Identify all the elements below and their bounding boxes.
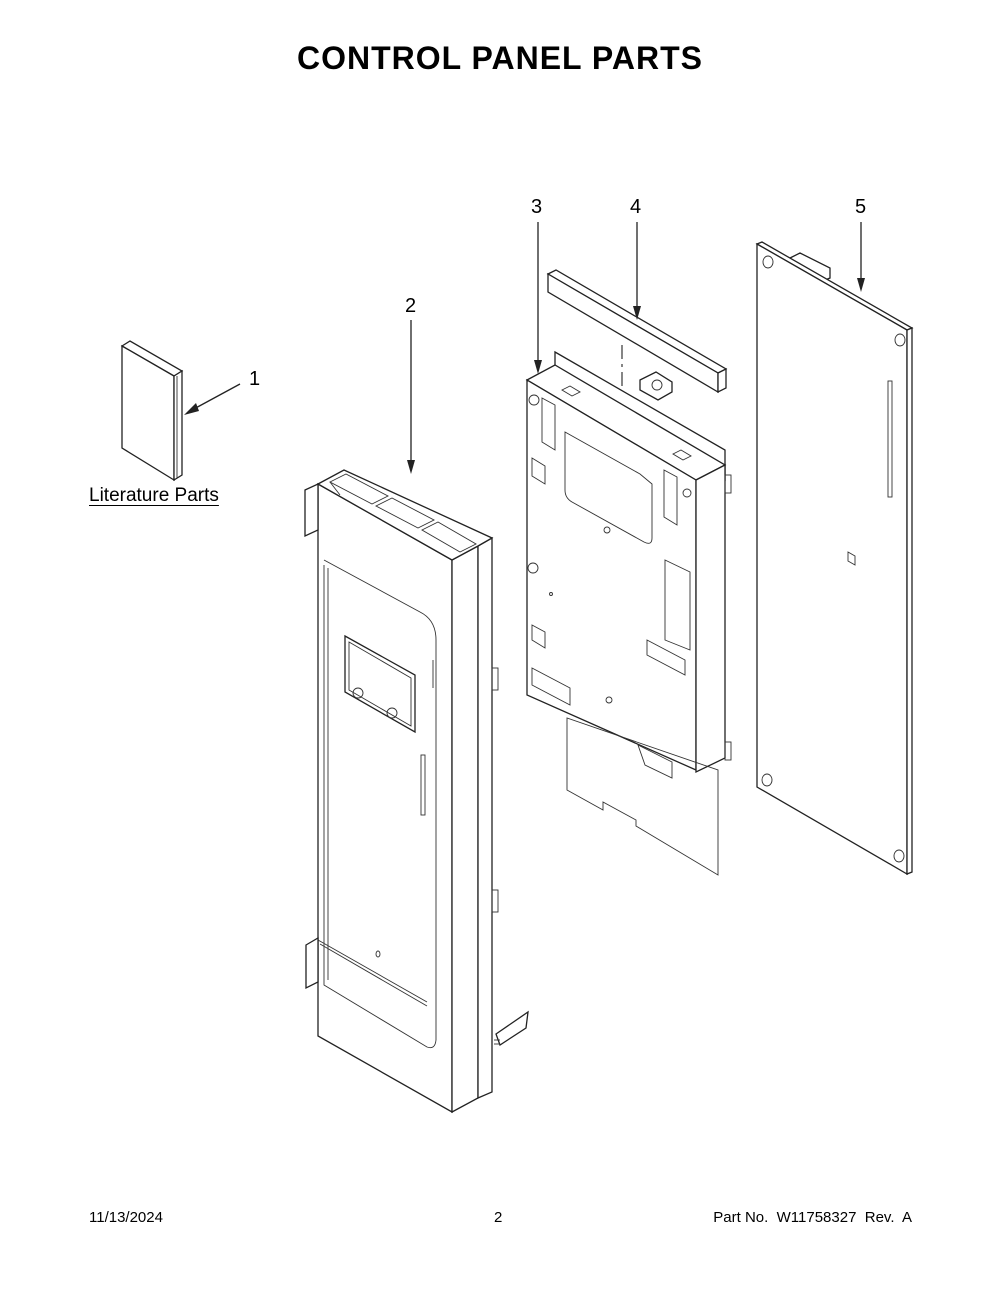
- callout-3-leader: [534, 222, 542, 374]
- callout-5: 5: [855, 196, 867, 218]
- callout-4-leader: [633, 222, 641, 320]
- part-5-electronic-control-board: [755, 241, 914, 876]
- footer-date: 11/13/2024: [89, 1209, 163, 1226]
- footer-page-number: 2: [494, 1209, 503, 1226]
- footer-part-number: Part No. W11758327 Rev. A: [713, 1209, 912, 1226]
- callout-1-leader: [184, 383, 241, 415]
- callout-2-leader: [407, 320, 415, 474]
- callout-3: 3: [531, 196, 543, 218]
- page-title: CONTROL PANEL PARTS: [297, 40, 703, 76]
- callout-5-leader: [857, 222, 865, 292]
- literature-parts-label: Literature Parts: [89, 485, 219, 506]
- part-2-control-panel-frame: [304, 469, 529, 1114]
- part-4-foam-strip: [546, 269, 728, 394]
- callout-4: 4: [630, 196, 642, 218]
- part-1-literature-booklet: [120, 340, 184, 482]
- part-3-control-bracket-housing: [525, 350, 732, 876]
- callout-2: 2: [405, 295, 417, 317]
- callout-1: 1: [249, 368, 261, 390]
